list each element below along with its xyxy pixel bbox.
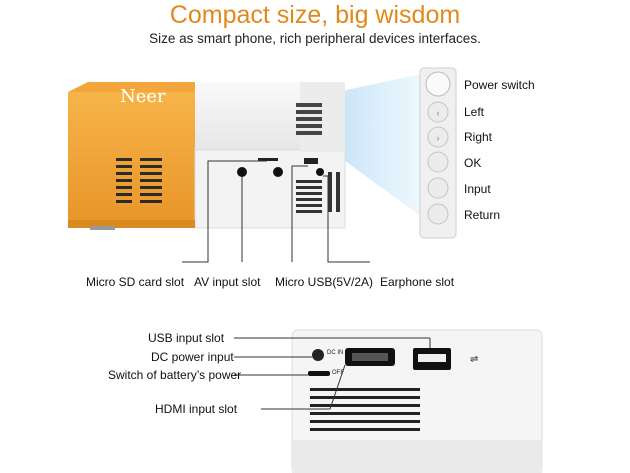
label-micro-sd: Micro SD card slot xyxy=(86,275,185,289)
label-left: Left xyxy=(464,105,485,119)
label-right: Right xyxy=(464,130,493,144)
projector-white-top-panel xyxy=(195,82,300,154)
label-av-input: AV input slot xyxy=(194,275,261,289)
battery-switch xyxy=(308,371,330,376)
av-port xyxy=(237,167,247,177)
projector-side-panel xyxy=(194,149,346,229)
label-micro-usb: Micro USB(5V/2A) xyxy=(275,275,374,289)
label-ok: OK xyxy=(464,156,482,170)
label-input: Input xyxy=(464,182,491,196)
label-earphone: Earphone slot xyxy=(380,275,455,289)
off-mark: OFF xyxy=(332,370,344,376)
micro-sd-port xyxy=(258,158,278,161)
micro-usb-port xyxy=(304,158,318,164)
label-dc-power: DC power input xyxy=(151,350,234,364)
label-usb-input: USB input slot xyxy=(148,331,225,345)
projector-orange-face xyxy=(68,92,195,220)
dc-port xyxy=(312,349,324,361)
label-hdmi-input: HDMI input slot xyxy=(155,402,238,416)
svg-text:‹: ‹ xyxy=(437,108,440,118)
label-return: Return xyxy=(464,208,501,222)
subheadline: Size as smart phone, rich peripheral dev… xyxy=(149,31,481,46)
earphone-port xyxy=(273,167,283,177)
svg-text:⇌: ⇌ xyxy=(470,354,478,365)
brand-logo: Neer xyxy=(120,86,166,107)
svg-text:›: › xyxy=(437,133,440,143)
label-battery-switch: Switch of battery’s power xyxy=(108,368,242,382)
headline: Compact size, big wisdom xyxy=(169,1,461,29)
dc-mark: DC IN xyxy=(327,350,344,356)
label-power-switch: Power switch xyxy=(464,78,535,92)
